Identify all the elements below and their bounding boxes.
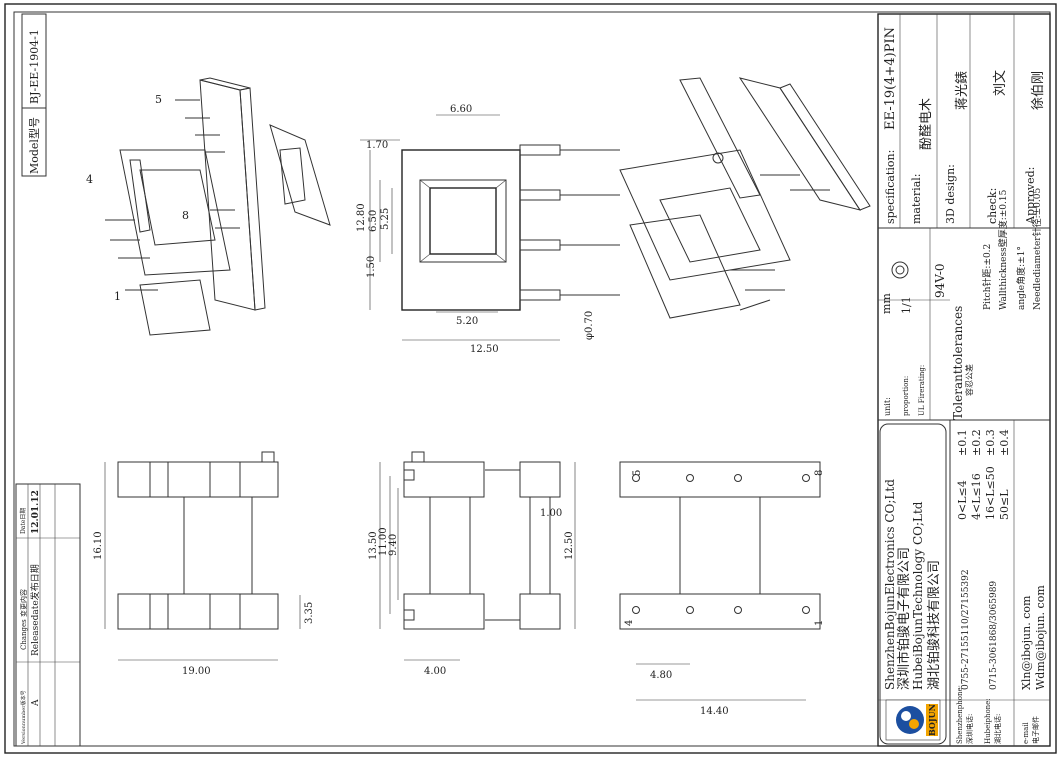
tol-range-2: 16<L≤50 — [984, 466, 997, 520]
check-label: check: — [986, 188, 999, 224]
title-block — [877, 13, 1051, 747]
proportion-label: proportion: — [902, 376, 910, 416]
company-box — [879, 423, 947, 745]
design-value: 蒋光錶 — [955, 71, 970, 110]
iso-view-left — [105, 77, 331, 336]
company-line-3: 湖北铂骏科技有限公司 — [926, 560, 942, 690]
tol-value-0: ±0.1 — [956, 429, 969, 456]
proportion-value: 1/1 — [900, 296, 913, 314]
side-view-pins — [485, 461, 576, 630]
changes-row-version: A — [31, 699, 41, 707]
contact-2-value1: Xln@ibojun. com — [1020, 595, 1033, 690]
fire-value: 94V-0 — [933, 263, 947, 298]
material-label: material: — [910, 174, 923, 224]
tol-note-3: Needlediameter针径:±0.05 — [1031, 188, 1043, 310]
model-label: Model型号 — [27, 117, 41, 174]
contact-0-label-cn: 深圳电话: — [965, 714, 974, 744]
contact-1-label-cn: 湖北电话: — [993, 714, 1002, 744]
spec-value: EE-19(4+4)PIN — [883, 27, 898, 130]
design-label: 3D design: — [944, 164, 957, 224]
front-view — [104, 451, 301, 661]
dim-e: 6.50 — [368, 210, 379, 232]
dim-side-l3: 9.40 — [388, 534, 399, 556]
tol-range-0: 0<L≤4 — [956, 480, 969, 520]
tol-value-1: ±0.2 — [970, 429, 983, 456]
pin-view — [619, 461, 821, 701]
changes-header-change: Changes 变更内容 — [19, 589, 28, 650]
contact-1-value: 0715-3061868/3065989 — [989, 581, 999, 690]
unit-value: mm — [880, 293, 893, 314]
pin-label-4-iso: 4 — [86, 173, 93, 186]
contact-2-label: e-mail — [1022, 721, 1030, 744]
dim-h: 1.70 — [366, 140, 388, 151]
pin-label-1: 1 — [814, 620, 825, 626]
section-view — [360, 114, 620, 341]
tol-value-2: ±0.3 — [984, 429, 997, 456]
changes-row-date: 12.01.12 — [31, 490, 41, 534]
model-number: BJ-EE-1904-1 — [28, 29, 41, 104]
contact-0-value: 0755-27155110/27155392 — [961, 569, 971, 690]
dim-side-l2: 11.00 — [378, 527, 389, 556]
dim-pin-dia: φ0.70 — [584, 311, 595, 340]
contact-2-label-cn: 电子邮件 — [1031, 716, 1040, 744]
tol-note-1: Wallthickness壁厚度:±0.15 — [997, 189, 1009, 310]
tol-note-0: Pitch针距:±0.2 — [981, 244, 993, 310]
dim-total-height: 12.80 — [356, 203, 367, 232]
bojun-logo: BOJUN — [885, 699, 941, 741]
contact-2-value2: Wdm@ibojun. com — [1034, 585, 1047, 690]
pin-label-5: 5 — [632, 470, 643, 476]
tol-value-3: ±0.4 — [998, 429, 1011, 456]
unit-label: unit: — [883, 397, 892, 416]
contact-1-label: Hubeiphone: — [984, 698, 992, 744]
check-value: 刘文 — [993, 70, 1008, 96]
dim-front-height: 16.10 — [93, 531, 104, 560]
side-view — [379, 451, 485, 661]
pin-label-1-iso: 1 — [114, 290, 121, 303]
tol-note-2: angle角度:±1° — [1015, 246, 1027, 310]
tolerance-title: Toleranttolerances — [951, 306, 965, 420]
changes-row-change: Releasedate发布日期 — [29, 564, 41, 656]
dim-front-width: 19.00 — [182, 666, 211, 677]
dim-bottom-width: 5.20 — [456, 316, 478, 327]
dim-pin-pitch: 4.80 — [650, 670, 672, 681]
iso-view-right — [619, 77, 871, 319]
projection-icon — [891, 261, 909, 279]
logo-text: BOJUN — [927, 704, 937, 736]
pin-label-4: 4 — [624, 620, 635, 626]
changes-header-version: Versionnumber版本号 — [20, 690, 27, 745]
outer-border — [4, 3, 1057, 754]
pin-label-8: 8 — [814, 470, 825, 476]
dim-width-top: 6.60 — [450, 104, 472, 115]
model-box — [21, 13, 47, 177]
approved-value: 徐伯刚 — [1031, 71, 1046, 110]
dim-side-l4: 4.00 — [424, 666, 446, 677]
dim-overall-width: 12.50 — [470, 344, 499, 355]
changes-header-date: Date日期 — [19, 508, 27, 534]
company-line-0: ShenzhenBojunElectronics CO;Ltd — [883, 479, 897, 690]
dim-side-l5: 1.00 — [540, 508, 562, 519]
pin-label-8-iso: 8 — [182, 209, 189, 222]
company-line-1: 深圳市铂骏电子有限公司 — [896, 547, 912, 690]
pin-label-5-iso: 5 — [155, 93, 162, 106]
dim-f: 5.25 — [380, 208, 391, 230]
material-value: 酚醛电木 — [918, 98, 934, 150]
dim-side-l1: 13.50 — [368, 531, 379, 560]
approved-label: Approved: — [1024, 167, 1037, 225]
dim-pin-span: 14.40 — [700, 706, 729, 717]
dim-front-flange: 3.35 — [304, 602, 315, 624]
tol-range-3: 50≤L — [998, 489, 1011, 520]
tol-range-1: 4<L≤16 — [970, 473, 983, 520]
fire-label: UL Firerating: — [918, 365, 926, 416]
company-line-2: HubeiBojunTechnology CO;Ltd — [911, 501, 925, 690]
dim-pin-height: 12.50 — [564, 531, 575, 560]
contact-0-label: Shenzhenphone: — [956, 685, 964, 744]
dim-g: 1.50 — [366, 256, 377, 278]
spec-label: specification: — [884, 150, 897, 224]
changes-table: Versionnumber版本号 Changes 变更内容 Date日期 A R… — [15, 483, 81, 747]
tolerance-title-cn: 容忍公差 — [964, 364, 974, 396]
